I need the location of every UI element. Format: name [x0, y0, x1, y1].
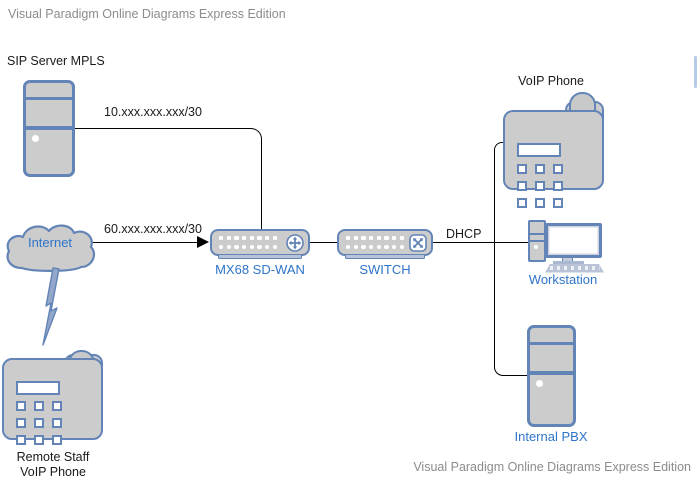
- internet-label: Internet: [27, 235, 73, 250]
- server-power-led: [32, 135, 39, 142]
- workstation-label: Workstation: [528, 272, 598, 287]
- phone-keypad: [517, 164, 563, 208]
- voip-phone-node[interactable]: [503, 92, 605, 208]
- internal-pbx-label: Internal PBX: [514, 429, 588, 444]
- server-divider: [530, 371, 573, 375]
- lightning-bolt-icon: [42, 267, 60, 346]
- ports-row: [219, 236, 277, 241]
- workstation-tower: [528, 220, 546, 262]
- internet-ip-label: 60.xxx.xxx.xxx/30: [104, 222, 202, 236]
- phone-body: [503, 110, 604, 208]
- keyboard-icon: [545, 263, 604, 273]
- switch-label: SWITCH: [359, 262, 411, 277]
- server-divider: [26, 126, 72, 130]
- workstation-node[interactable]: [528, 220, 608, 275]
- phone-display: [16, 381, 60, 395]
- cloud-icon: [6, 224, 96, 272]
- internet-cloud-node[interactable]: Internet: [3, 221, 97, 273]
- remote-phone-label: Remote Staff VoIP Phone: [16, 450, 90, 479]
- ports-row: [346, 244, 404, 249]
- connector-mx68-to-switch[interactable]: [309, 241, 338, 243]
- ports-row: [219, 244, 277, 249]
- monitor-base: [553, 261, 584, 265]
- mpls-ip-label: 10.xxx.xxx.xxx/30: [104, 105, 202, 119]
- connector-lan-to-pbx[interactable]: [494, 243, 528, 376]
- monitor-icon: [545, 223, 602, 258]
- phone-body: [2, 358, 103, 445]
- watermark-top: Visual Paradigm Online Diagrams Express …: [8, 7, 286, 21]
- vertical-scrollbar-thumb[interactable]: [694, 56, 697, 88]
- connector-lan-to-voip-phone[interactable]: [494, 142, 506, 243]
- sip-server-label: SIP Server MPLS: [7, 54, 105, 68]
- internal-pbx-node[interactable]: [527, 325, 576, 427]
- sip-server-icon[interactable]: [23, 80, 75, 177]
- connector-sip-to-mx68[interactable]: [75, 128, 262, 230]
- server-divider: [26, 97, 72, 100]
- watermark-bottom: Visual Paradigm Online Diagrams Express …: [413, 460, 691, 474]
- connector-switch-to-lan[interactable]: [432, 241, 529, 243]
- phone-keypad: [16, 401, 62, 445]
- remote-phone-node[interactable]: [2, 350, 104, 448]
- dhcp-label: DHCP: [446, 227, 482, 241]
- switch-node[interactable]: [337, 229, 433, 259]
- mx68-node[interactable]: [210, 229, 310, 259]
- appliance-base: [345, 254, 425, 259]
- arrowhead-icon: [197, 235, 209, 248]
- mx68-label: MX68 SD-WAN: [215, 262, 305, 277]
- router-arrows-icon: [286, 234, 304, 252]
- connector-internet-to-mx68[interactable]: [88, 241, 200, 243]
- server-power-led: [536, 380, 543, 387]
- switch-crossed-arrows-icon: [409, 234, 427, 252]
- voip-phone-label: VoIP Phone: [518, 74, 584, 88]
- server-divider: [530, 342, 573, 345]
- phone-display: [517, 143, 561, 157]
- appliance-base: [218, 254, 302, 259]
- ports-row: [346, 236, 404, 241]
